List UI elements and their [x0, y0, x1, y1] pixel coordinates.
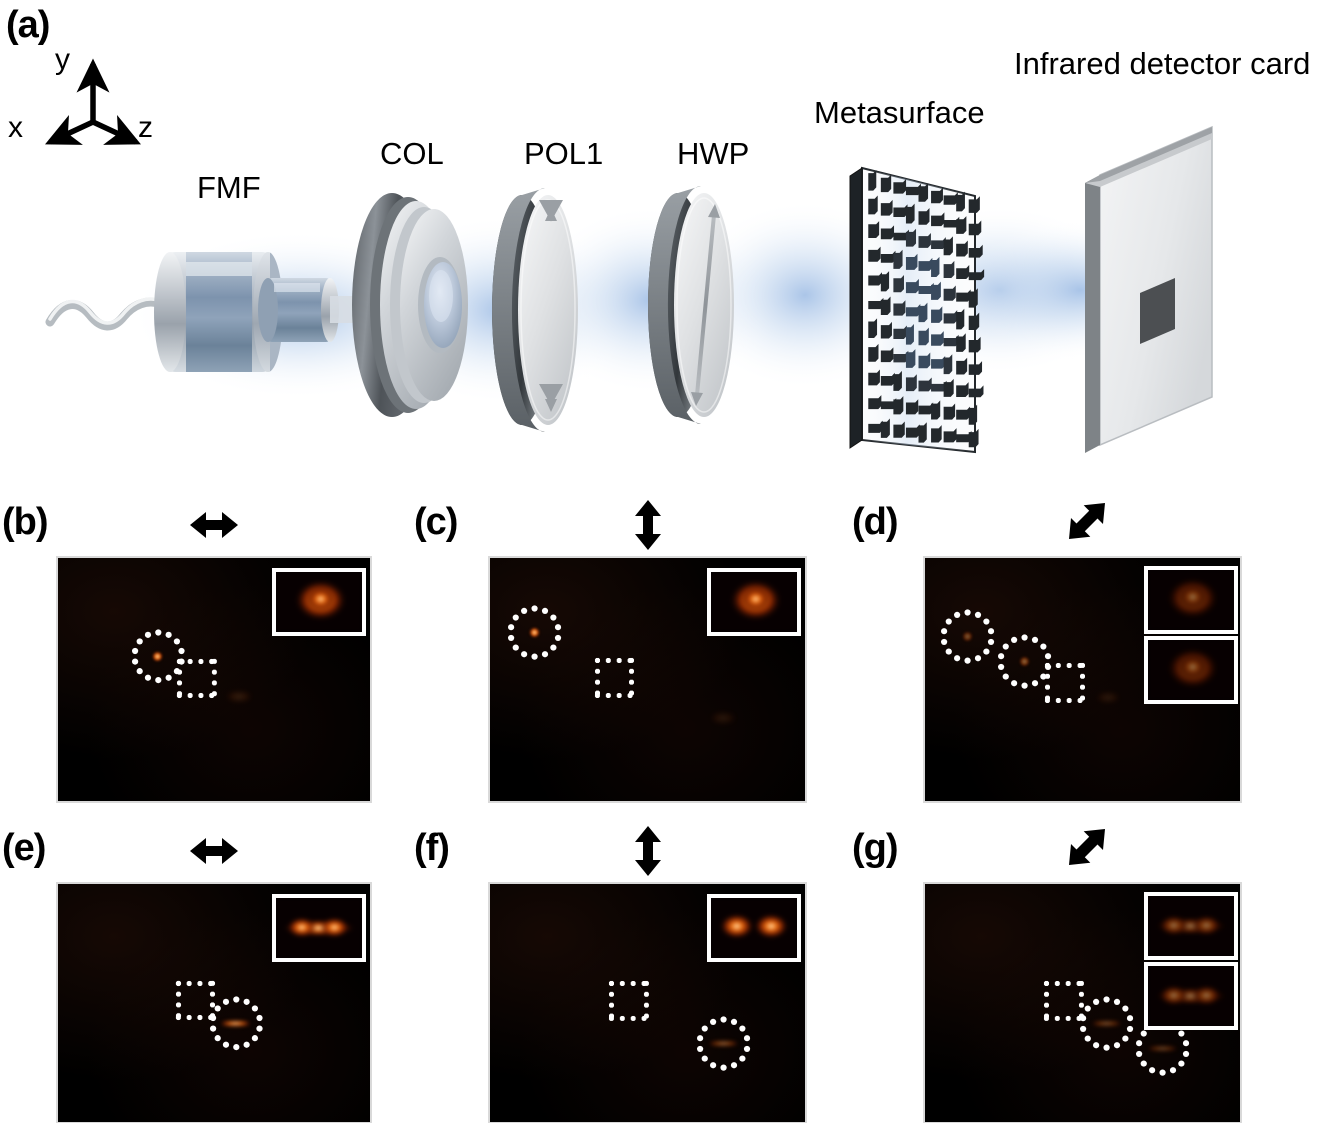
col-component: [352, 193, 468, 417]
inset-beam-profile: [276, 572, 362, 632]
camera-frame: [925, 884, 1240, 1122]
panel-letter: (g): [852, 827, 899, 869]
marker-dotted-circle: [940, 609, 995, 665]
marker-dotted-square: [172, 978, 218, 1024]
inset-zoom-view: [707, 568, 801, 636]
panel-letter: (c): [414, 501, 458, 543]
label-hwp: HWP: [677, 136, 750, 171]
polarization-arrow-icon: [190, 512, 238, 538]
panel-letter: (f): [414, 827, 450, 869]
polarization-state-horizontal-icon: [186, 497, 242, 558]
marker-dotted-circle: [507, 604, 562, 660]
fmf-component: [45, 252, 384, 372]
marker-dotted-square: [174, 655, 220, 701]
label-metasurface: Metasurface: [814, 95, 985, 130]
panel-letter: (d): [852, 501, 899, 543]
polarization-arrow-icon: [1068, 829, 1105, 865]
inset-beam-profile: [1148, 640, 1234, 700]
camera-frame: [490, 558, 805, 801]
polarization-arrow-icon: [634, 500, 661, 550]
inset-beam-profile: [711, 898, 797, 958]
inset-beam-profile: [1148, 896, 1234, 956]
marker-dotted-square: [1040, 977, 1087, 1024]
inset-zoom-view: [272, 568, 366, 636]
marker-dotted-square: [591, 655, 638, 702]
metasurface-component: [849, 166, 985, 454]
polarization-state-diagonal-icon: [1055, 823, 1111, 884]
inset-zoom-view: [1144, 566, 1238, 634]
inset-zoom-view: [272, 894, 366, 962]
marker-dotted-square: [1042, 660, 1088, 706]
marker-dotted-circle: [209, 996, 264, 1051]
infrared-detector-card-component: [1085, 125, 1213, 453]
coordinate-axes-icon: [45, 58, 141, 145]
inset-zoom-view: [1144, 962, 1238, 1030]
panel-a-schematic: (a) y x z: [0, 0, 1325, 490]
label-col: COL: [380, 136, 444, 171]
marker-dotted-circle: [1079, 996, 1134, 1051]
inset-zoom-view: [1144, 636, 1238, 704]
camera-frame: [58, 884, 370, 1122]
camera-frame: [925, 558, 1240, 801]
polarization-arrow-icon: [190, 838, 238, 864]
marker-dotted-square: [605, 977, 652, 1024]
axis-label-x: x: [8, 111, 23, 144]
hwp-component: [648, 186, 734, 424]
panel-letter: (e): [2, 827, 46, 869]
marker-dotted-circle: [696, 1016, 751, 1071]
panel-a-letter: (a): [6, 4, 50, 46]
inset-beam-profile: [1148, 966, 1234, 1026]
pol1-component: [492, 188, 578, 432]
polarization-state-diagonal-icon: [1055, 497, 1111, 558]
inset-beam-profile: [1148, 570, 1234, 630]
label-pol1: POL1: [524, 136, 604, 171]
camera-frame: [490, 884, 805, 1122]
panel-letter: (b): [2, 501, 49, 543]
axis-label-y: y: [55, 43, 70, 76]
inset-beam-profile: [711, 572, 797, 632]
camera-frame: [58, 558, 370, 801]
inset-zoom-view: [707, 894, 801, 962]
polarization-arrow-icon: [634, 826, 661, 876]
axis-label-z: z: [138, 111, 153, 144]
label-fmf: FMF: [197, 170, 261, 205]
inset-beam-profile: [276, 898, 362, 958]
polarization-state-vertical-icon: [620, 497, 676, 558]
label-infrared-detector-card: Infrared detector card: [1014, 46, 1311, 81]
polarization-state-vertical-icon: [620, 823, 676, 884]
polarization-arrow-icon: [1068, 503, 1105, 539]
polarization-state-horizontal-icon: [186, 823, 242, 884]
inset-zoom-view: [1144, 892, 1238, 960]
